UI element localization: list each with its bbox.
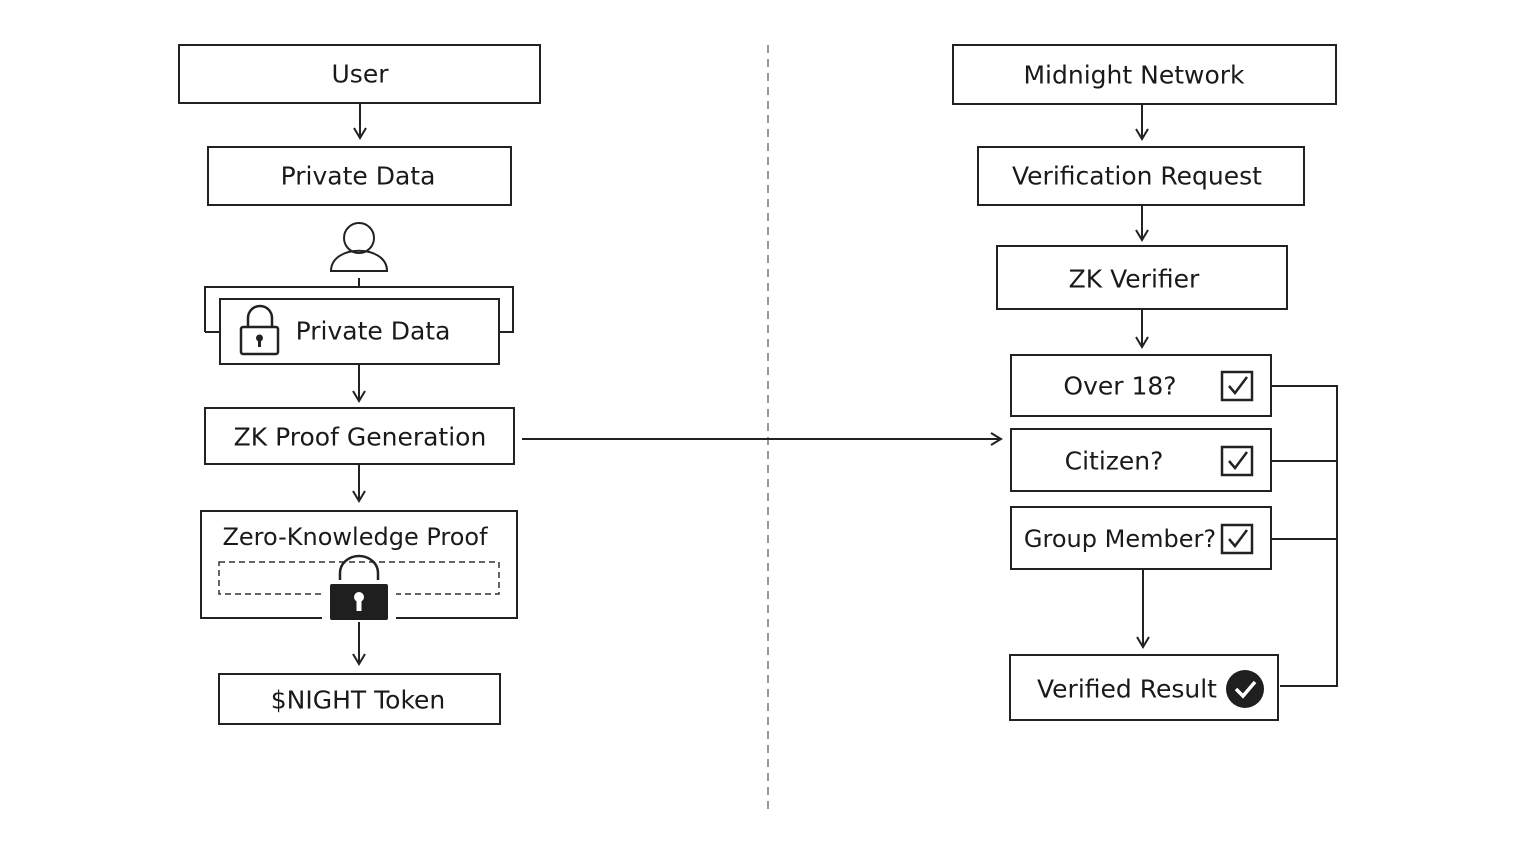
check-over-18-label: Over 18? [1063, 372, 1176, 401]
zk-proof-generation-label: ZK Proof Generation [234, 423, 487, 452]
node-night-token: $NIGHT Token [218, 673, 501, 725]
verified-result-label: Verified Result [1037, 675, 1217, 704]
lock-icon [239, 304, 280, 356]
check-over-18: Over 18? [1010, 354, 1272, 417]
node-verified-result: Verified Result [1009, 654, 1279, 721]
check-group-member-label: Group Member? [1024, 525, 1216, 553]
check-circle-icon [1226, 670, 1264, 708]
locked-private-data-label: Private Data [296, 317, 451, 346]
zero-knowledge-proof-label: Zero-Knowledge Proof [222, 523, 488, 551]
node-locked-private-data: Private Data [204, 286, 514, 365]
checkbox-checked-icon [1220, 445, 1254, 477]
node-user: User [178, 44, 541, 104]
check-citizen-label: Citizen? [1065, 447, 1164, 476]
user-label: User [332, 60, 390, 89]
check-citizen: Citizen? [1010, 428, 1272, 492]
user-icon [329, 222, 389, 272]
node-zero-knowledge-proof: Zero-Knowledge Proof [200, 510, 518, 624]
node-midnight-network: Midnight Network [952, 44, 1337, 105]
checkbox-checked-icon [1220, 370, 1254, 402]
checkbox-checked-icon [1220, 523, 1254, 555]
node-private-data: Private Data [207, 146, 512, 206]
midnight-network-label: Midnight Network [1023, 61, 1245, 90]
checks-bracket-connector [1272, 385, 1338, 687]
zk-verifier-label: ZK Verifier [1069, 265, 1200, 294]
check-group-member: Group Member? [1010, 506, 1272, 570]
node-zk-proof-generation: ZK Proof Generation [204, 407, 515, 465]
night-token-label: $NIGHT Token [271, 686, 446, 715]
node-verification-request: Verification Request [977, 146, 1305, 206]
node-zk-verifier: ZK Verifier [996, 245, 1288, 310]
lock-filled-icon [322, 554, 396, 624]
verification-request-label: Verification Request [1012, 162, 1262, 191]
private-data-label: Private Data [281, 162, 436, 191]
